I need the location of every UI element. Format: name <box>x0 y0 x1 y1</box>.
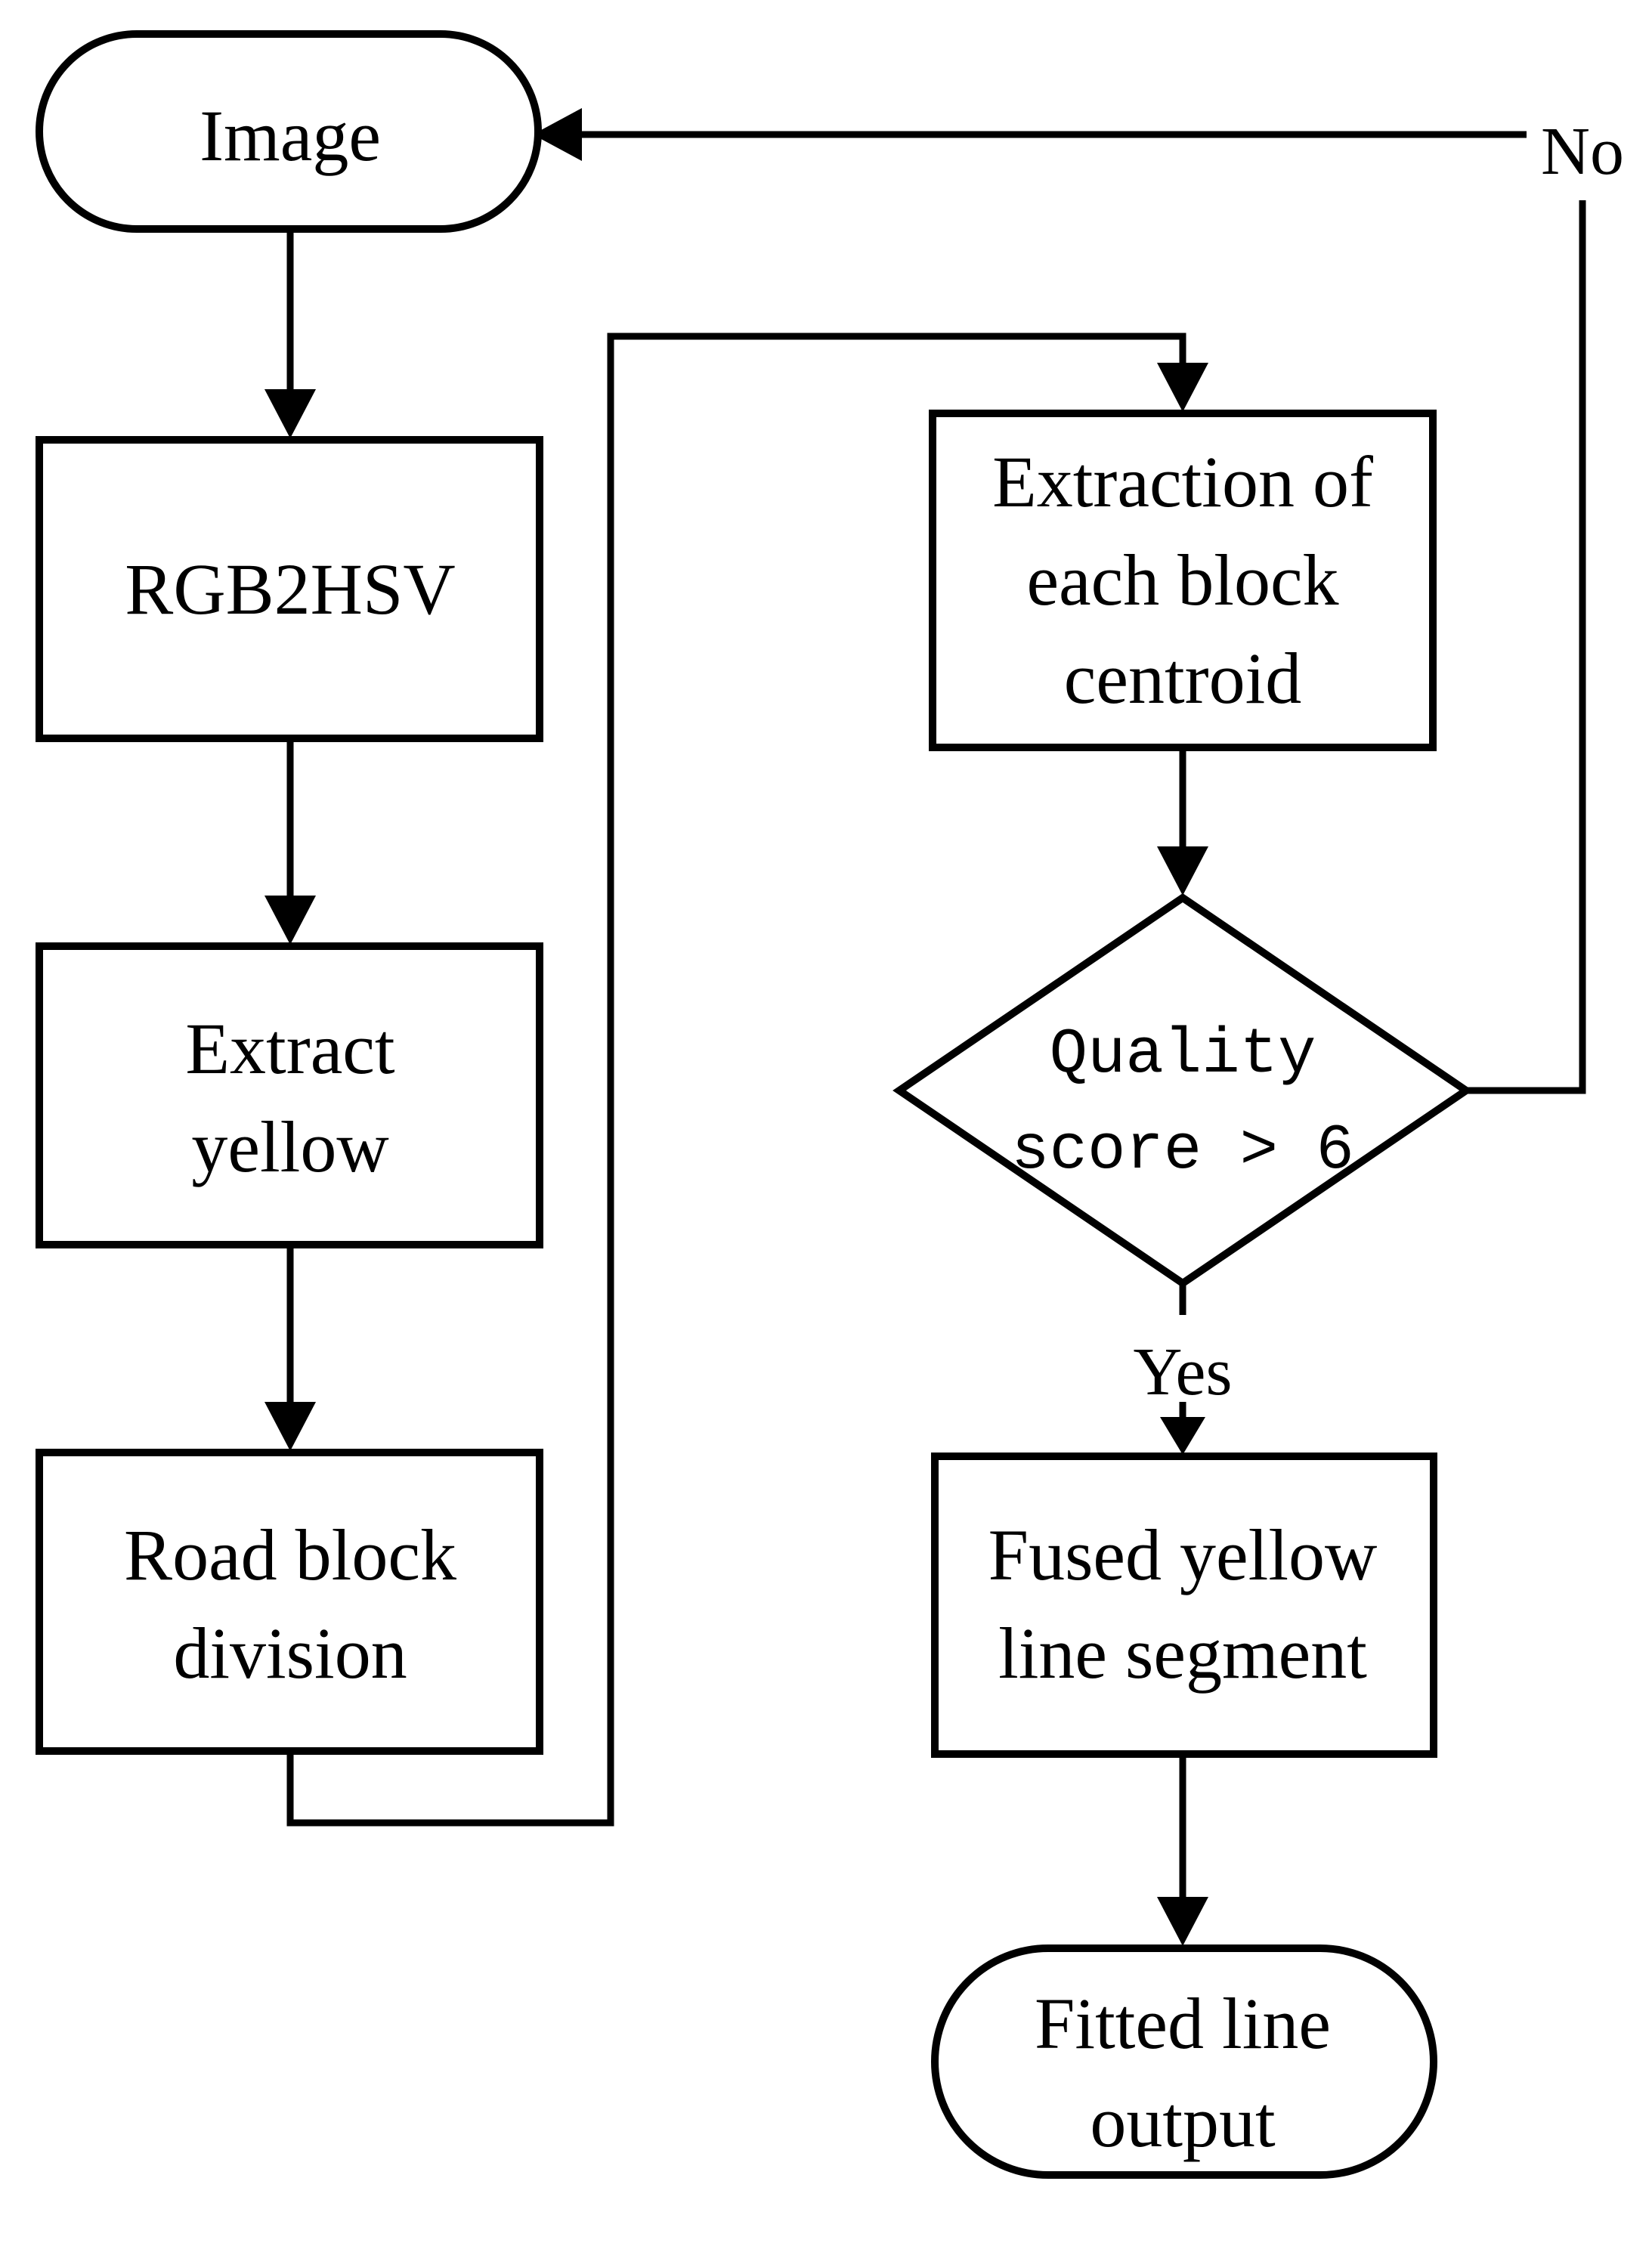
edge-quality-no-loop <box>1466 200 1586 1094</box>
arrowhead-quality <box>1157 846 1208 896</box>
arrowhead-output <box>1157 1897 1208 1946</box>
node-centroid-line-1: Extraction of <box>992 441 1373 522</box>
terminal-end-shape <box>931 1944 1437 2179</box>
node-extract-yellow-line-1: Extract <box>185 1008 395 1089</box>
node-quality-line-1: Quality <box>1050 1019 1316 1091</box>
node-output-line-2: output <box>1090 2081 1276 2162</box>
decision-quality-shape <box>893 893 1473 1289</box>
arrowhead-road-block <box>265 1402 316 1451</box>
node-centroid-line-3: centroid <box>1064 638 1302 719</box>
process-fused-shape <box>931 1453 1437 1758</box>
terminal-start-shape <box>36 30 542 233</box>
node-fused-line-2: line segment <box>998 1613 1367 1694</box>
node-road-block-line-2: division <box>173 1613 407 1694</box>
node-centroid-extraction: Extraction of each block centroid <box>929 410 1437 751</box>
edge-label-yes: Yes <box>1134 1335 1233 1409</box>
node-fitted-output: Fitted line output <box>931 1944 1437 2179</box>
node-road-block-division: Road block division <box>36 1449 543 1755</box>
edge-road-block-to-centroid <box>286 333 1186 1827</box>
node-centroid-line-2: each block <box>1026 540 1338 620</box>
node-quality-decision: Quality score > 6 <box>893 893 1473 1289</box>
node-fused-segment: Fused yellow line segment <box>931 1453 1437 1758</box>
node-road-block-line-1: Road block <box>124 1514 456 1595</box>
node-image: Image <box>36 30 542 233</box>
arrowhead-image <box>533 108 582 161</box>
node-extract-yellow: Extract yellow <box>36 942 543 1248</box>
process-rgb2hsv-shape <box>36 436 543 742</box>
node-fused-line-1: Fused yellow <box>988 1514 1378 1595</box>
node-output-line-1: Fitted line <box>1035 1983 1331 2064</box>
node-rgb2hsv: RGB2HSV <box>36 436 543 742</box>
arrowhead-fused <box>1160 1417 1205 1455</box>
node-extract-yellow-line-2: yellow <box>191 1106 388 1187</box>
process-road-block-shape <box>36 1449 543 1755</box>
process-centroid-shape <box>929 410 1437 751</box>
edge-label-no: No <box>1541 114 1624 189</box>
process-extract-yellow-shape <box>36 942 543 1248</box>
arrowhead-centroid <box>1157 363 1208 412</box>
node-image-label: Image <box>200 95 381 176</box>
node-rgb2hsv-label: RGB2HSV <box>125 549 455 630</box>
node-quality-line-2: score > 6 <box>1011 1115 1354 1187</box>
arrowhead-extract-yellow <box>265 896 316 945</box>
edges <box>265 108 1586 1946</box>
arrowhead-rgb2hsv <box>265 389 316 438</box>
